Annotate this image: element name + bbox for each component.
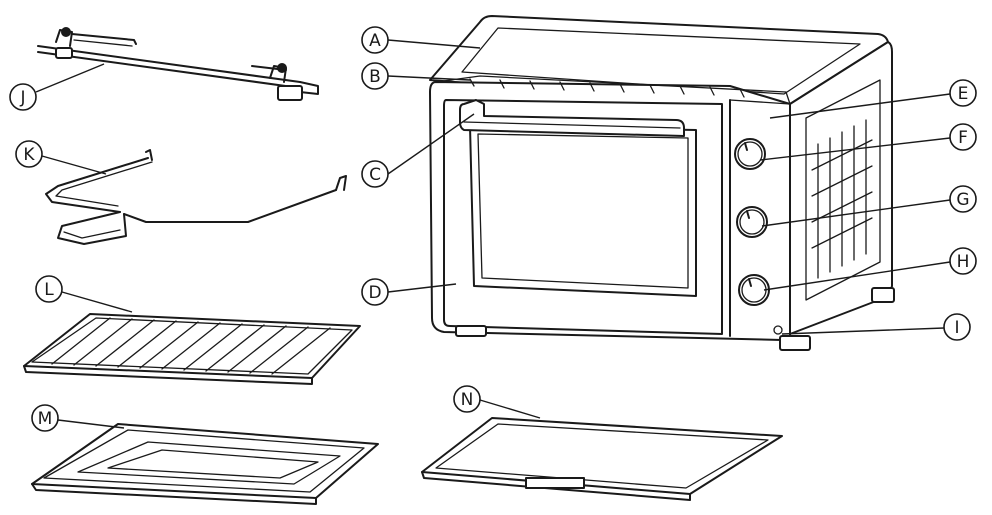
callout-label: M [38,409,53,429]
callout-label: K [23,145,35,165]
callout-label: J [19,88,25,108]
side-vent-slots [811,119,873,279]
callout-E: E [769,79,977,119]
callout-label: L [44,280,54,300]
callout-label: A [369,31,381,51]
crumb-tray [421,417,783,501]
oven-foot-front-right [779,335,811,351]
callout-label: C [369,165,381,185]
callout-C: C [361,113,475,188]
top-vent-strip [435,75,791,105]
callout-label: E [958,84,969,104]
callout-label: F [958,128,968,148]
rotisserie-spit [37,27,319,101]
callout-J: J [9,63,105,111]
callout-L: L [35,275,133,313]
callout-label: D [368,283,381,303]
power-indicator-light [773,325,783,335]
callout-K: K [15,140,107,175]
callout-F: F [759,123,977,161]
temperature-knob [736,206,768,238]
door-handle-edge [463,121,681,129]
callout-G: G [761,185,977,227]
callout-I: I [781,313,971,341]
callout-H: H [763,247,977,291]
oven [429,15,895,351]
callout-label: H [957,252,970,272]
callout-A: A [361,26,481,54]
spit-holder [45,149,347,245]
door-window-inner [477,133,689,289]
callout-M: M [31,404,125,432]
baking-tray [31,423,379,505]
callout-label: N [461,390,474,410]
oven-door [443,99,723,335]
wire-rack [23,313,361,385]
callout-label: G [956,190,969,210]
top-vent-ticks [469,78,745,98]
side-vent-panel [805,79,881,301]
oven-foot-front-left [455,325,487,337]
callout-label: B [369,67,381,87]
callout-label: I [954,318,959,338]
callout-B: B [361,62,471,90]
callout-N: N [453,385,541,419]
oven-foot-back-right [871,287,895,303]
timer-knob [734,138,766,170]
callout-D: D [361,278,457,306]
